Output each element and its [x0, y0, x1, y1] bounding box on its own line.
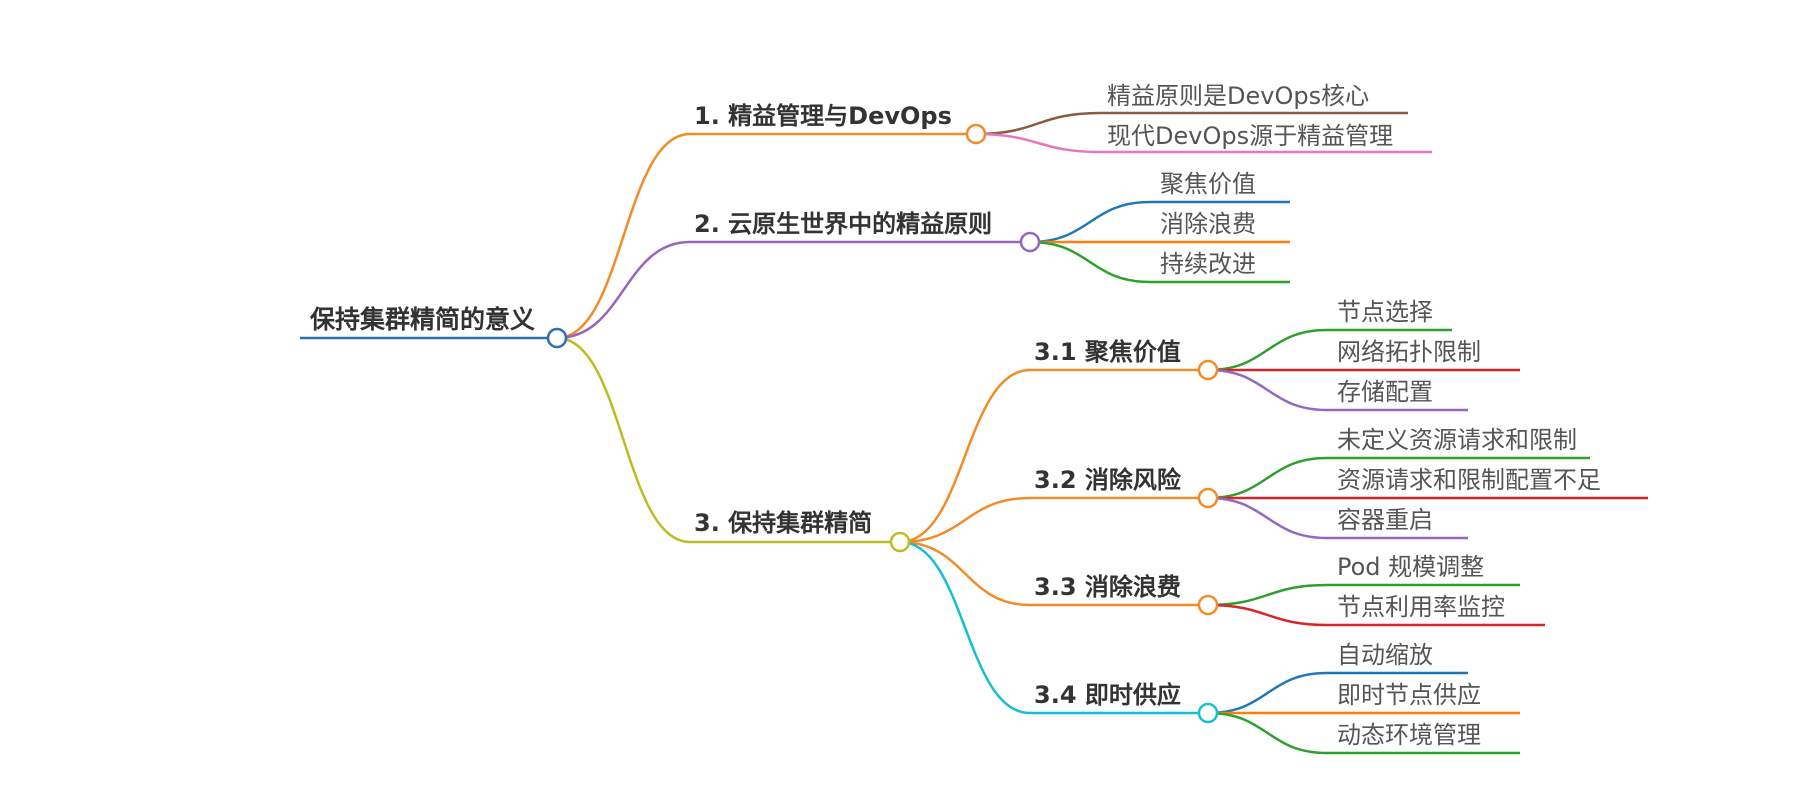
branch-2-leaf-2-label: 消除浪费: [1160, 210, 1256, 238]
branch-3-2-leaf-3-connector: [1207, 496, 1328, 540]
branch-3-label: 3. 保持集群精简: [694, 509, 873, 537]
branch-2-leaf-1-connector: [1029, 200, 1151, 244]
branch-3-3-leaf-2-connector: [1207, 603, 1328, 627]
branch-1-leaf-2-connector: [975, 132, 1101, 154]
branch-2-connector: [556, 240, 691, 340]
branch-3-2-node: [1197, 487, 1219, 509]
branch-3-2-connector: [899, 496, 1031, 544]
branch-2-leaf-3-connector: [1029, 240, 1151, 284]
branch-3-1-leaf-3-label: 存储配置: [1337, 378, 1433, 406]
branch-3-3-leaf-1-label: Pod 规模调整: [1337, 553, 1485, 581]
branch-1-leaf-1-label: 精益原则是DevOps核心: [1107, 82, 1370, 110]
branch-3-4-leaf-3-label: 动态环境管理: [1337, 721, 1481, 749]
branch-3-connector: [556, 336, 691, 544]
branch-3-3-label: 3.3 消除浪费: [1034, 573, 1181, 601]
branch-3-4-leaf-1-label: 自动缩放: [1337, 641, 1433, 669]
branch-3-1-node: [1197, 359, 1219, 381]
branch-3-4-leaf-3-connector: [1207, 711, 1328, 755]
branch-2-leaf-1-label: 聚焦价值: [1160, 170, 1256, 198]
branch-3-4-leaf-1-connector: [1207, 671, 1328, 715]
branch-1-leaf-2-label: 现代DevOps源于精益管理: [1107, 122, 1394, 150]
branch-1-node: [965, 123, 987, 145]
branch-1-connector: [556, 132, 691, 340]
branch-2-leaf-3-label: 持续改进: [1160, 250, 1256, 278]
root-label: 保持集群精简的意义: [310, 305, 536, 334]
root-node: [546, 327, 568, 349]
branch-3-1-leaf-3-connector: [1207, 368, 1328, 412]
branch-2-label: 2. 云原生世界中的精益原则: [694, 210, 993, 238]
branch-3-1-connector: [899, 368, 1031, 544]
branch-1-leaf-1-connector: [975, 111, 1101, 136]
branch-3-1-leaf-2-label: 网络拓扑限制: [1337, 338, 1481, 366]
branch-3-1-leaf-1-connector: [1207, 328, 1328, 372]
branch-3-3-node: [1197, 594, 1219, 616]
branch-3-1-label: 3.1 聚焦价值: [1034, 338, 1181, 366]
branch-3-2-leaf-2-label: 资源请求和限制配置不足: [1337, 466, 1601, 494]
branch-3-3-leaf-1-connector: [1207, 583, 1328, 607]
branch-3-2-label: 3.2 消除风险: [1034, 466, 1181, 494]
branch-3-1-leaf-1-label: 节点选择: [1337, 298, 1433, 326]
branch-3-4-leaf-2-label: 即时节点供应: [1337, 681, 1481, 709]
branch-1-label: 1. 精益管理与DevOps: [694, 102, 952, 130]
branch-3-node: [889, 531, 911, 553]
branch-3-3-connector: [899, 540, 1031, 607]
branch-3-3-leaf-2-label: 节点利用率监控: [1337, 593, 1505, 621]
branch-3-4-node: [1197, 702, 1219, 724]
branch-3-2-leaf-3-label: 容器重启: [1337, 506, 1433, 534]
branch-3-4-label: 3.4 即时供应: [1034, 681, 1181, 709]
branch-3-4-connector: [899, 540, 1031, 715]
branch-2-node: [1019, 231, 1041, 253]
branch-3-2-leaf-1-connector: [1207, 456, 1328, 500]
branch-3-2-leaf-1-label: 未定义资源请求和限制: [1337, 426, 1577, 454]
